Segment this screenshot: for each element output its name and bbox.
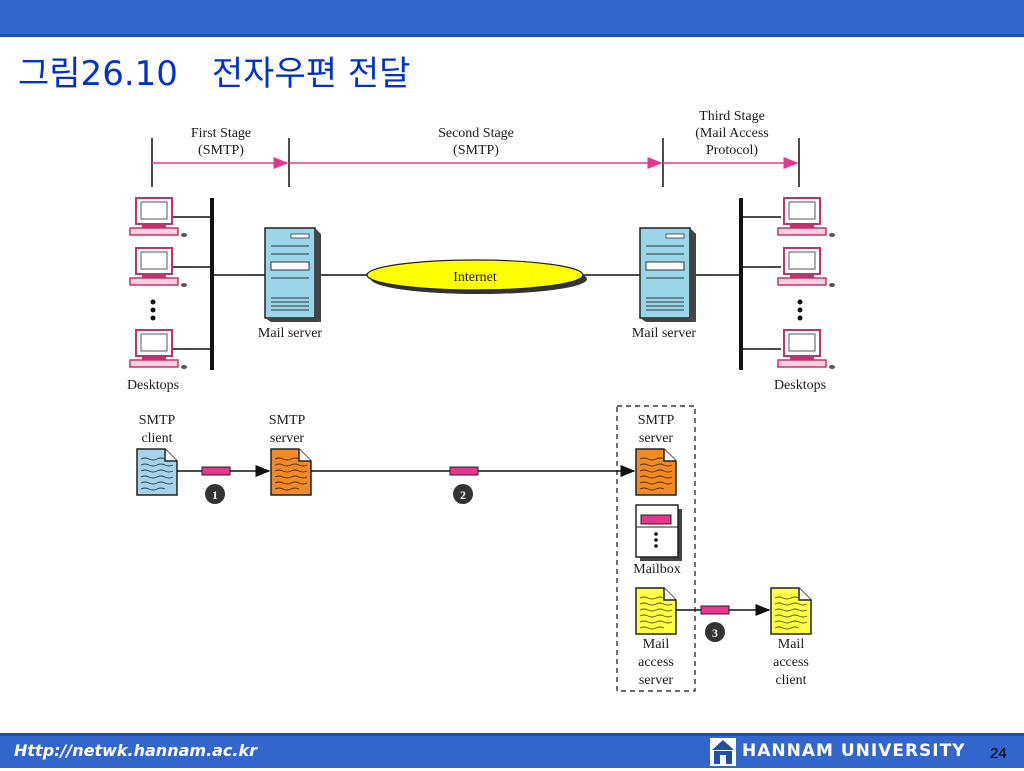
footer-url: Http://netwk.hannam.ac.kr (14, 741, 258, 760)
desktop-left-3 (129, 329, 187, 369)
mail-access-server-document-icon (635, 587, 677, 635)
smtp-server-2-label: SMTP server (638, 413, 675, 446)
desktops-right-label: Desktops (774, 378, 826, 393)
desktop-right-2 (777, 247, 835, 287)
header-divider (0, 34, 1024, 37)
stage-third-line2: (Mail Access (695, 126, 768, 141)
stage-second-label: Second Stage (SMTP) (438, 126, 514, 158)
stage-third-line1: Third Stage (699, 109, 765, 124)
footer-divider (0, 733, 1024, 736)
stage-first-line1: First Stage (191, 126, 251, 141)
smtp-server-2-document-icon (635, 448, 677, 496)
message-packet-1 (201, 466, 231, 476)
desktop-left-2 (129, 247, 187, 287)
lan-bus-right (739, 198, 743, 370)
mail-server-left (264, 227, 321, 322)
smtp-server-2-line2: server (639, 431, 674, 446)
network-links (172, 216, 781, 350)
desktop-right-ellipsis (797, 299, 803, 321)
stage-third-label: Third Stage (Mail Access Protocol) (695, 109, 768, 158)
internet-cloud (366, 259, 584, 291)
mail-access-client-label: Mail access client (773, 637, 809, 688)
message-packet-2 (449, 466, 479, 476)
university-logo-icon (710, 738, 736, 766)
mail-access-server-label: Mail access server (638, 637, 674, 688)
smtp-client-line2: client (141, 431, 172, 446)
smtp-client-label: SMTP client (139, 413, 176, 446)
step-badge-1: 1 (205, 484, 225, 504)
receiver-boundary (616, 405, 696, 692)
desktop-left-ellipsis (150, 299, 156, 321)
mail-access-server-line1: Mail (643, 637, 670, 652)
smtp-server-1-document-icon (270, 448, 312, 496)
smtp-server-1-line2: server (270, 431, 305, 446)
smtp-server-2-line1: SMTP (638, 413, 675, 428)
mail-access-client-document-icon (770, 587, 812, 635)
smtp-client-line1: SMTP (139, 413, 176, 428)
step-badge-1-number: 1 (212, 488, 218, 502)
smtp-client-document-icon (136, 448, 178, 496)
desktops-left-label: Desktops (127, 378, 179, 393)
mail-access-client-line3: client (775, 673, 806, 688)
title-figure-number: 그림26.10 (18, 54, 178, 94)
mail-access-server-line2: access (638, 655, 674, 670)
footer-university: HANNAM UNIVERSITY (742, 741, 966, 761)
step-badge-2: 2 (453, 484, 473, 504)
smtp-server-1-line1: SMTP (269, 413, 306, 428)
internet-label: Internet (453, 270, 497, 285)
mailbox-icon (635, 504, 682, 561)
page-number: 24 (990, 745, 1007, 762)
footer-bar (0, 736, 1024, 768)
step-badge-3-number: 3 (712, 626, 718, 640)
mail-access-client-line2: access (773, 655, 809, 670)
stage-second-line1: Second Stage (438, 126, 514, 141)
message-packet-3 (700, 605, 730, 615)
mail-access-server-line3: server (639, 673, 674, 688)
mail-server-left-label: Mail server (258, 326, 322, 341)
mail-server-right-label: Mail server (632, 326, 696, 341)
title-text: 전자우편 전달 (211, 54, 411, 94)
step-badge-3: 3 (705, 622, 725, 642)
step-badge-2-number: 2 (460, 488, 466, 502)
lan-bus-left (210, 198, 214, 370)
smtp-server-1-label: SMTP server (269, 413, 306, 446)
desktop-right-3 (777, 329, 835, 369)
mail-server-right (639, 227, 696, 322)
mailbox-label: Mailbox (633, 562, 680, 577)
desktop-right-1 (777, 197, 835, 237)
mail-access-client-line1: Mail (778, 637, 805, 652)
desktop-left-1 (129, 197, 187, 237)
header-bar (0, 0, 1024, 34)
stage-third-line3: Protocol) (706, 143, 758, 158)
slide-title: 그림26.10 전자우편 전달 (18, 46, 410, 95)
stage-first-line2: (SMTP) (198, 143, 244, 158)
stage-second-line2: (SMTP) (453, 143, 499, 158)
stage-first-label: First Stage (SMTP) (191, 126, 251, 158)
